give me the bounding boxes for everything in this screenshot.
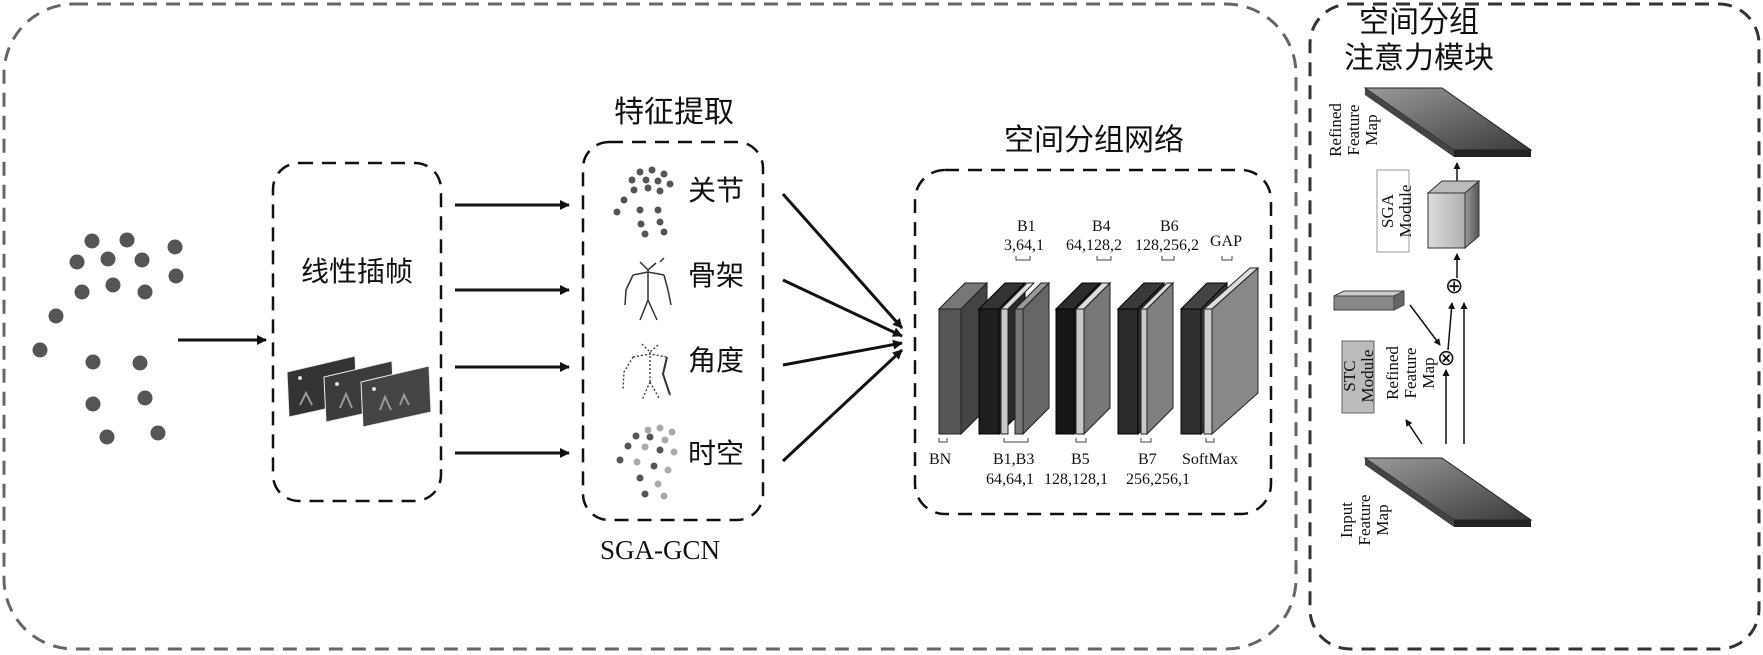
feature-label-spatiotemporal: 时空 — [688, 437, 745, 470]
network-layers — [937, 266, 1260, 436]
skeleton-icon — [624, 257, 672, 321]
arrow-times-to-plus — [1447, 302, 1455, 351]
arrow-converge-3 — [782, 339, 903, 367]
bottom-params-b1b3: 64,64,1 — [986, 471, 1034, 488]
module-panel-border — [1308, 2, 1761, 651]
bottom-label-b1b3: B1,B3 — [993, 451, 1035, 468]
feature-label-joints: 关节 — [688, 174, 745, 207]
top-params-b6: 128,256,2 — [1135, 237, 1199, 254]
angle-icon — [622, 343, 671, 401]
layer-brackets — [938, 256, 1233, 443]
top-params-b4: 64,128,2 — [1066, 237, 1122, 254]
interp-label: 线性插帧 — [301, 255, 414, 288]
top-label-b6: B6 — [1160, 218, 1179, 235]
network-name-label: SGA-GCN — [600, 535, 721, 565]
input-feature-map-plate — [1363, 457, 1533, 527]
arrow-input-to-stc — [1405, 419, 1423, 445]
module-title-line2: 注意力模块 — [1344, 41, 1494, 76]
top-label-b1: B1 — [1017, 218, 1036, 235]
feature-label-skeleton: 骨架 — [688, 259, 745, 292]
top-label-gap: GAP — [1210, 233, 1243, 250]
arrow-converge-2 — [782, 278, 903, 338]
features-box — [581, 140, 765, 522]
top-label-b4: B4 — [1092, 218, 1111, 235]
input-skeleton-points — [32, 232, 184, 445]
top-params-b1: 3,64,1 — [1004, 237, 1044, 254]
spatiotemporal-points-icon — [616, 424, 678, 500]
bottom-params-b7: 256,256,1 — [1126, 471, 1190, 488]
bottom-label-b7: B7 — [1138, 451, 1157, 468]
arrow-converge-4 — [781, 348, 904, 463]
network-box — [913, 168, 1273, 516]
arrow-converge-1 — [781, 193, 904, 329]
features-title: 特征提取 — [614, 95, 734, 130]
bottom-label-softmax: SoftMax — [1182, 451, 1238, 468]
bottom-label-bn: BN — [929, 451, 952, 468]
main-panel-border — [2, 2, 1298, 651]
bottom-params-b5: 128,128,1 — [1044, 471, 1108, 488]
feature-label-angle: 角度 — [688, 344, 745, 377]
plus-symbol: ⊕ — [1445, 274, 1464, 299]
refined-feature-map-top-plate — [1363, 87, 1533, 157]
interp-box — [271, 161, 443, 503]
sga-cube — [1426, 179, 1481, 250]
network-title: 空间分组网络 — [1004, 123, 1184, 158]
arrow-stc-to-times — [1409, 304, 1441, 346]
sga-label-box — [1376, 169, 1410, 253]
module-title-line1: 空间分组 — [1359, 5, 1479, 40]
bottom-label-b5: B5 — [1071, 451, 1090, 468]
video-frames-image — [286, 355, 432, 428]
stc-label-box — [1341, 340, 1375, 414]
joint-points-icon — [613, 166, 674, 238]
stc-bar — [1333, 290, 1405, 311]
times-symbol: ⊗ — [1437, 346, 1456, 371]
